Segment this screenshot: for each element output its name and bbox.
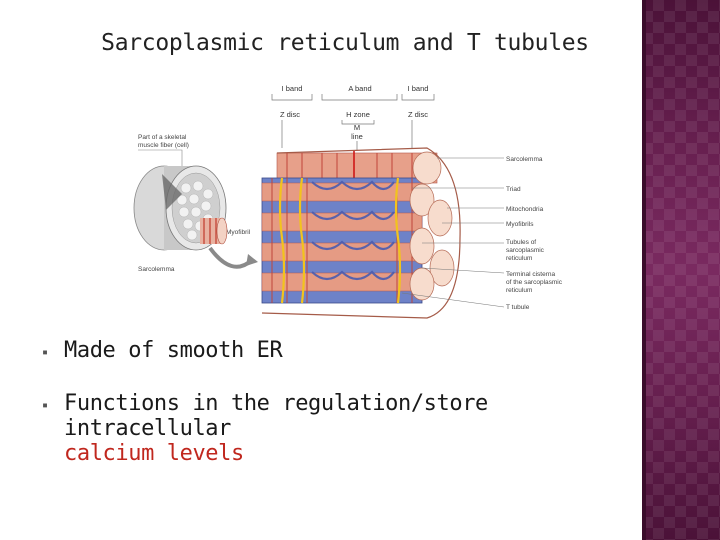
slide-title: Sarcoplasmic reticulum and T tubules: [101, 30, 589, 56]
bullet-item: ▪ Functions in the regulation/store intr…: [42, 391, 632, 466]
bullet-list: ▪ Made of smooth ER ▪ Functions in the r…: [42, 338, 632, 466]
label-tubules-1: Tubules of: [506, 239, 536, 246]
muscle-fiber-diagram: I band A band I band Z disc H zone M lin…: [133, 84, 563, 319]
label-t-tubule: T tubule: [506, 304, 530, 311]
bullet-text: Functions in the regulation/store intrac…: [64, 391, 488, 441]
muscle-fiber-cylinder: [133, 165, 258, 269]
bullet-icon: ▪: [42, 347, 48, 358]
bullet-item: ▪ Made of smooth ER: [42, 338, 632, 363]
bullet-text: Made of smooth ER: [64, 338, 283, 363]
label-z-disc-right: Z disc: [408, 110, 428, 119]
label-cisterna-2: of the sarcoplasmic: [506, 279, 563, 286]
label-mitochondria: Mitochondria: [506, 206, 544, 213]
slide: Sarcoplasmic reticulum and T tubules I b…: [42, 30, 632, 466]
label-m-line-2: line: [351, 132, 363, 141]
label-cisterna-3: reticulum: [506, 287, 532, 294]
sarcomere-block: [261, 147, 461, 319]
label-i-band-right: I band: [408, 84, 429, 93]
band-brackets: [271, 94, 435, 150]
label-a-band: A band: [348, 84, 371, 93]
label-tubules-3: reticulum: [506, 255, 532, 262]
label-tubules-2: sarcoplasmic: [506, 247, 545, 254]
label-sarcolemma-left: Sarcolemma: [138, 266, 175, 273]
label-m-line-1: M: [354, 123, 360, 132]
bullet-highlight-text: calcium levels: [64, 441, 244, 466]
label-z-disc-left: Z disc: [280, 110, 300, 119]
right-leader-lines: [401, 157, 505, 308]
label-sarcolemma-right: Sarcolemma: [506, 156, 543, 163]
label-h-zone: H zone: [346, 110, 370, 119]
bullet-icon: ▪: [42, 400, 48, 411]
side-band-edge: [642, 0, 646, 540]
label-myofibril: Myofibril: [226, 229, 251, 236]
label-myofibrils: Myofibrils: [506, 221, 534, 228]
label-cisterna-1: Terminal cisterna: [506, 271, 556, 278]
label-part-2: muscle fiber (cell): [138, 142, 189, 149]
label-triad: Triad: [506, 186, 521, 193]
decorative-side-band: [642, 0, 720, 540]
label-part-1: Part of a skeletal: [138, 134, 187, 141]
label-i-band-left: I band: [282, 84, 303, 93]
